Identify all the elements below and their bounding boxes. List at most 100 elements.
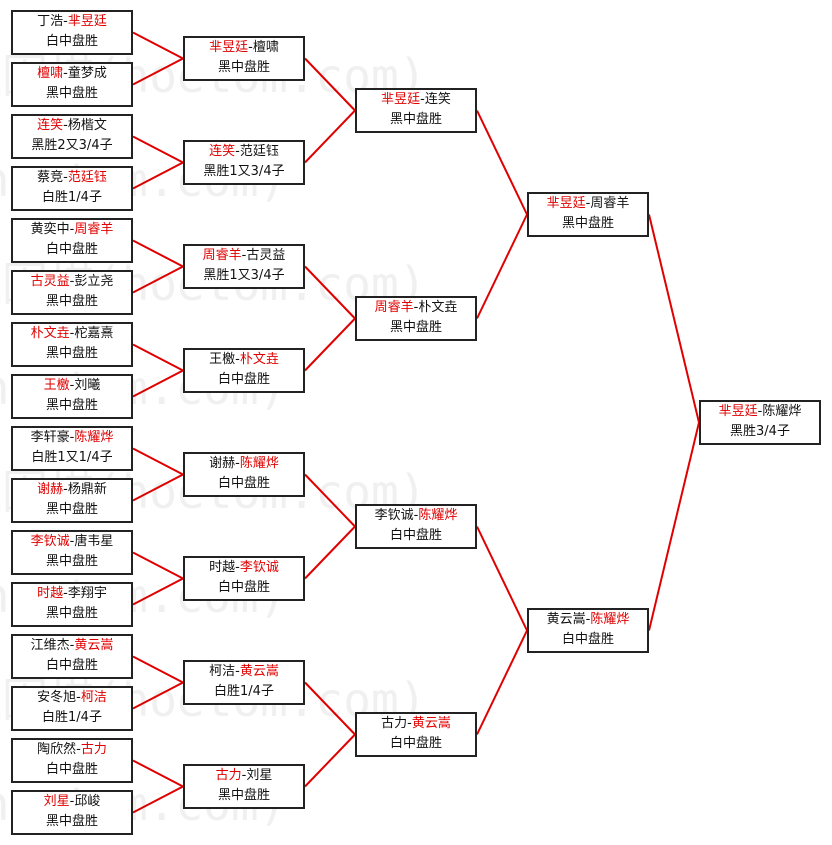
match-box-round-1: 李钦诚-唐韦星黑中盘胜: [11, 530, 133, 575]
separator: -: [585, 196, 591, 211]
bracket-connector: [132, 369, 184, 398]
player-a: 蔡竞: [37, 170, 64, 185]
match-players: 时越-李钦诚: [185, 558, 303, 578]
match-result: 黑中盘胜: [389, 320, 442, 335]
player-b: 彭立尧: [74, 274, 114, 289]
separator: -: [241, 248, 247, 263]
separator: -: [69, 222, 75, 237]
player-a: 连笑: [209, 144, 236, 159]
separator: -: [76, 742, 81, 757]
match-players: 王檄-刘曦: [13, 376, 131, 396]
player-a: 黄奕中: [30, 222, 70, 237]
player-b: 柁嘉熹: [74, 326, 114, 341]
match-result: 白胜1/4子: [42, 710, 102, 725]
match-players: 陶欣然-古力: [13, 740, 131, 760]
bracket-connector: [132, 343, 184, 372]
match-players: 芈昱廷-连笑: [357, 90, 475, 110]
match-result: 黑中盘胜: [45, 294, 98, 309]
player-a: 柯洁: [209, 664, 236, 679]
match-box-round-4: 黄云嵩-陈耀烨白中盘胜: [527, 608, 649, 653]
match-box-round-1: 王檄-刘曦黑中盘胜: [11, 374, 133, 419]
player-b: 陈耀烨: [762, 404, 802, 419]
match-players: 李钦诚-陈耀烨: [357, 506, 475, 526]
separator: -: [63, 66, 68, 81]
player-b: 柯洁: [80, 690, 107, 705]
match-players: 谢赫-陈耀烨: [185, 454, 303, 474]
match-result: 黑中盘胜: [45, 606, 98, 621]
match-players: 江维杰-黄云嵩: [13, 636, 131, 656]
match-players: 古灵益-彭立尧: [13, 272, 131, 292]
match-result: 白中盘胜: [389, 528, 442, 543]
player-b: 陈耀烨: [74, 430, 114, 445]
bracket-connector: [132, 265, 184, 294]
match-players: 王檄-朴文垚: [185, 350, 303, 370]
match-box-round-1: 时越-李翔宇黑中盘胜: [11, 582, 133, 627]
player-b: 陈耀烨: [590, 612, 630, 627]
player-a: 王檄: [209, 352, 236, 367]
match-box-round-1: 丁浩-芈昱廷白中盘胜: [11, 10, 133, 55]
match-result: 白胜1/4子: [214, 684, 274, 699]
match-box-round-4: 芈昱廷-周睿羊黑中盘胜: [527, 192, 649, 237]
separator: -: [76, 690, 81, 705]
match-players: 李轩豪-陈耀烨: [13, 428, 131, 448]
player-a: 芈昱廷: [209, 40, 249, 55]
player-a: 谢赫: [37, 482, 64, 497]
bracket-connector: [132, 31, 184, 60]
match-result: 白胜1又1/4子: [31, 450, 113, 465]
match-result: 白中盘胜: [45, 34, 98, 49]
match-result: 白中盘胜: [217, 580, 270, 595]
separator: -: [63, 586, 68, 601]
player-b: 檀啸: [252, 40, 279, 55]
bracket-connector: [304, 317, 356, 372]
match-result: 白中盘胜: [45, 658, 98, 673]
player-b: 刘星: [246, 768, 273, 783]
match-box-round-2: 芈昱廷-檀啸黑中盘胜: [183, 36, 305, 81]
match-result: 白中盘胜: [45, 762, 98, 777]
match-result: 黑中盘胜: [45, 814, 98, 829]
player-b: 杨鼎新: [67, 482, 107, 497]
player-a: 黄云嵩: [546, 612, 586, 627]
match-box-round-1: 蔡竞-范廷钰白胜1/4子: [11, 166, 133, 211]
match-box-round-1: 李轩豪-陈耀烨白胜1又1/4子: [11, 426, 133, 471]
bracket-connector: [476, 630, 528, 735]
match-players: 周睿羊-朴文垚: [357, 298, 475, 318]
player-b: 陈耀烨: [418, 508, 458, 523]
bracket-connector: [132, 57, 184, 86]
bracket-connector: [132, 785, 184, 814]
player-b: 唐韦星: [74, 534, 114, 549]
player-a: 江维杰: [30, 638, 70, 653]
separator: -: [63, 118, 68, 133]
player-b: 芈昱廷: [67, 14, 107, 29]
match-result: 黑胜1又3/4子: [203, 268, 285, 283]
match-box-round-3: 芈昱廷-连笑黑中盘胜: [355, 88, 477, 133]
player-a: 芈昱廷: [381, 92, 421, 107]
player-a: 谢赫: [209, 456, 236, 471]
match-players: 谢赫-杨鼎新: [13, 480, 131, 500]
bracket-connector: [304, 525, 356, 580]
match-players: 李钦诚-唐韦星: [13, 532, 131, 552]
player-b: 连笑: [424, 92, 451, 107]
player-b: 古力: [80, 742, 107, 757]
match-players: 黄奕中-周睿羊: [13, 220, 131, 240]
match-result: 黑中盘胜: [45, 502, 98, 517]
separator: -: [420, 92, 425, 107]
player-b: 黄云嵩: [411, 716, 451, 731]
match-box-round-3: 周睿羊-朴文垚黑中盘胜: [355, 296, 477, 341]
player-a: 时越: [209, 560, 236, 575]
player-a: 古力: [381, 716, 408, 731]
match-result: 黑中盘胜: [45, 346, 98, 361]
match-players: 芈昱廷-陈耀烨: [701, 402, 819, 422]
match-box-round-3: 李钦诚-陈耀烨白中盘胜: [355, 504, 477, 549]
separator: -: [235, 144, 240, 159]
bracket-connector: [476, 526, 528, 631]
match-box-round-1: 朴文垚-柁嘉熹黑中盘胜: [11, 322, 133, 367]
player-a: 李轩豪: [30, 430, 70, 445]
match-players: 周睿羊-古灵益: [185, 246, 303, 266]
player-a: 刘星: [43, 794, 70, 809]
player-b: 古灵益: [246, 248, 286, 263]
player-a: 丁浩: [37, 14, 64, 29]
separator: -: [235, 664, 240, 679]
separator: -: [69, 430, 75, 445]
player-b: 周睿羊: [590, 196, 630, 211]
